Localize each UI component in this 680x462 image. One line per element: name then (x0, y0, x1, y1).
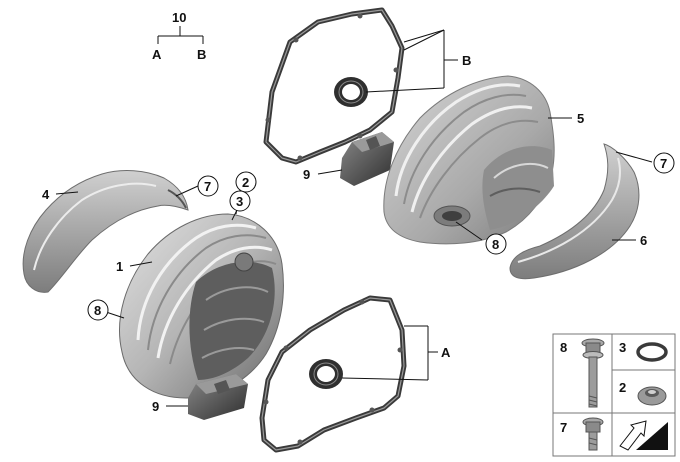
legend-label-8: 8 (560, 340, 567, 355)
label-2: 2 (242, 175, 249, 190)
label-3: 3 (236, 194, 243, 209)
label-9-upper: 9 (303, 167, 310, 182)
o-ring-icon (636, 342, 668, 362)
rubber-damper-upper (340, 132, 394, 186)
legend-label-7: 7 (560, 420, 567, 435)
label-8-left: 8 (94, 303, 101, 318)
group-10-bracket: 10 A B (152, 10, 206, 62)
seal-ring-upper (334, 77, 368, 107)
label-5: 5 (577, 111, 584, 126)
cover-guard-right (509, 143, 640, 280)
label-10: 10 (172, 10, 186, 25)
label-7-right: 7 (660, 156, 667, 171)
label-6: 6 (640, 233, 647, 248)
label-7-left: 7 (204, 179, 211, 194)
label-8-right: 8 (492, 237, 499, 252)
label-b: B (462, 53, 471, 68)
gasket-upper (263, 7, 405, 165)
label-1: 1 (116, 259, 123, 274)
fastener-legend: 8 3 2 7 (552, 333, 676, 457)
label-9-lower: 9 (152, 399, 159, 414)
cylinder-head-cover-left (119, 213, 284, 399)
rubber-damper-lower (188, 374, 248, 420)
label-a: A (441, 345, 451, 360)
label-a-bracket: A (341, 325, 451, 381)
gasket-lower (259, 295, 407, 453)
legend-label-3: 3 (619, 340, 626, 355)
cover-guard-left (22, 170, 189, 293)
cylinder-head-cover-right (383, 75, 555, 245)
label-10-a: A (152, 47, 162, 62)
direction-arrow-icon (619, 420, 668, 451)
seal-ring-lower (309, 359, 343, 389)
long-screw-icon (581, 338, 605, 408)
label-b-bracket: B (365, 29, 471, 93)
label-10-b: B (197, 47, 206, 62)
legend-label-2: 2 (619, 380, 626, 395)
grommet-icon (637, 386, 667, 406)
label-4: 4 (42, 187, 50, 202)
short-screw-icon (582, 417, 604, 451)
